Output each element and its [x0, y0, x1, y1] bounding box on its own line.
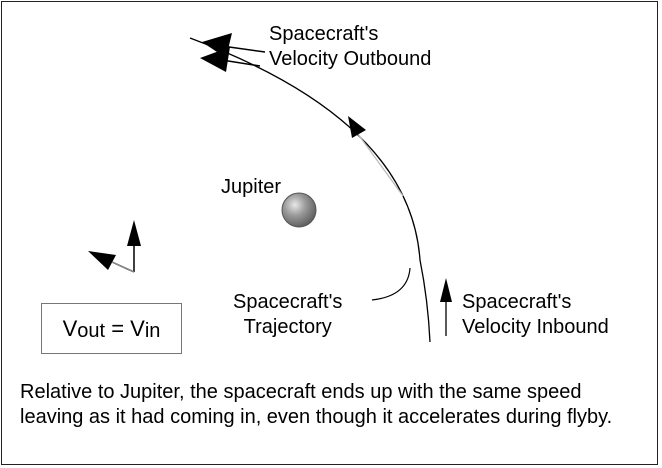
- label-inbound-line2: Velocity Inbound: [462, 316, 609, 338]
- label-trajectory-line1: Spacecraft's: [233, 291, 343, 313]
- spacecraft-trajectory-curve: [189, 37, 431, 343]
- label-jupiter: Jupiter: [221, 176, 282, 198]
- label-trajectory-line2: Trajectory: [243, 316, 332, 338]
- equation-operator: =: [105, 315, 131, 341]
- arrow-velocity-outbound-icon: [200, 33, 266, 72]
- equation-sub-out: out: [77, 320, 106, 342]
- arrow-velocity-inbound-icon: [440, 278, 452, 336]
- vector-triangle-icon: [88, 220, 141, 273]
- equation-v-in: V: [130, 315, 145, 341]
- trajectory-pointer-line: [371, 267, 411, 301]
- label-outbound-line1: Spacecraft's: [269, 23, 379, 45]
- arrow-velocity-midpoint-icon: [348, 116, 404, 197]
- label-velocity-outbound: Spacecraft's Velocity Outbound: [269, 22, 431, 72]
- equation-v-out: V: [62, 315, 78, 341]
- label-velocity-inbound: Spacecraft's Velocity Inbound: [462, 290, 609, 340]
- planet-jupiter-icon: [281, 192, 317, 228]
- label-trajectory: Spacecraft's Trajectory: [233, 290, 342, 340]
- equation-sub-in: in: [144, 320, 161, 342]
- caption-text: Relative to Jupiter, the spacecraft ends…: [20, 381, 613, 428]
- label-inbound-line1: Spacecraft's: [462, 291, 572, 313]
- label-outbound-line2: Velocity Outbound: [269, 48, 432, 70]
